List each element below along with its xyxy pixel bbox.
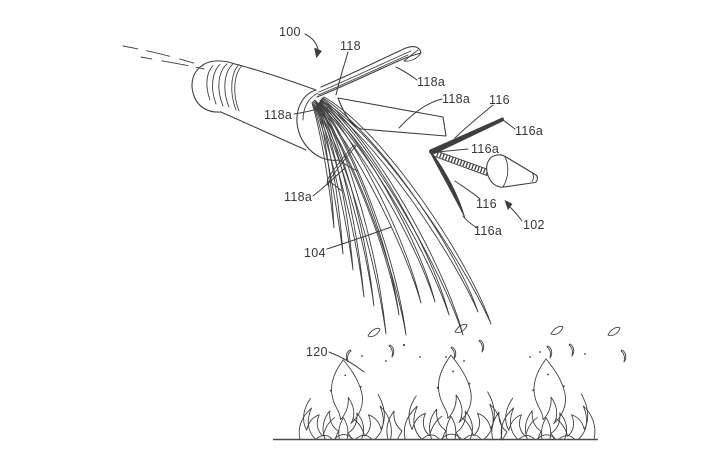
top-streamer-blade [316, 46, 422, 98]
label-116a-middle: 116a [471, 142, 499, 156]
label-116-lower: 116 [476, 197, 497, 211]
dart-lower-fin [429, 151, 466, 219]
reference-numerals: 100 118 118a 118a 118a 118a 104 116 116a… [264, 25, 545, 359]
reference-leaders [293, 33, 523, 373]
dart-head [486, 154, 538, 188]
lower-streamer-blade [326, 144, 357, 187]
label-116-upper: 116 [489, 93, 510, 107]
label-118a-right: 118a [442, 92, 470, 106]
label-118a-bottom: 118a [284, 190, 312, 204]
dart [428, 117, 538, 219]
dart-apex [428, 149, 434, 155]
label-118a-left: 118a [264, 108, 292, 122]
label-116a-upper: 116a [515, 124, 543, 138]
motion-trail-lines [122, 45, 205, 70]
fire-sparks [345, 323, 627, 363]
label-118: 118 [340, 39, 361, 53]
flat-streamer-panel [337, 97, 447, 137]
dart-shaft-hatch [436, 151, 489, 175]
label-102: 102 [523, 218, 545, 232]
label-120: 120 [306, 345, 328, 359]
label-118a-top: 118a [417, 75, 445, 89]
fire-flames [298, 354, 596, 441]
label-100: 100 [279, 25, 301, 39]
label-104: 104 [304, 246, 326, 260]
label-116a-lower: 116a [474, 224, 502, 238]
